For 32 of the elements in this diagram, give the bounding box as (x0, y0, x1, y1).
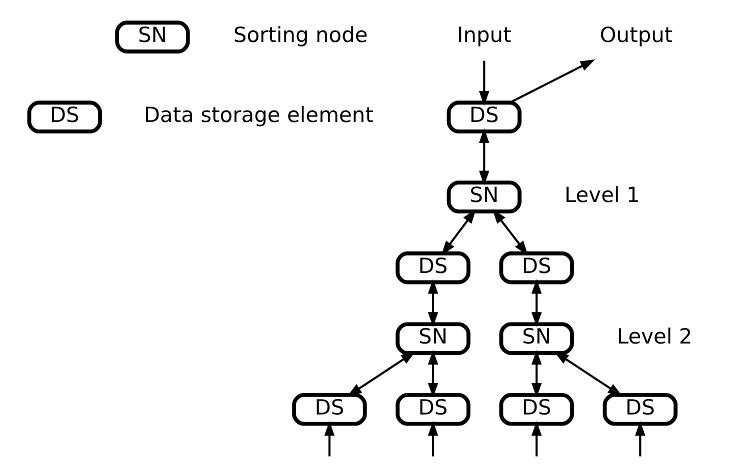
arrow (530, 279, 542, 327)
node-box: DS (498, 393, 574, 426)
node-box: DS (395, 393, 470, 426)
node-box: DS (26, 100, 102, 134)
node-box: DS (602, 393, 678, 426)
arrow (478, 60, 489, 106)
arrow (427, 421, 438, 456)
node-label: Level 2 (616, 324, 692, 349)
node-box: SN (395, 322, 470, 355)
arrow (324, 421, 334, 456)
node-label: Level 1 (564, 182, 640, 207)
node-box: SN (114, 20, 190, 54)
arrow (427, 279, 438, 327)
node-box: DS (446, 100, 522, 134)
node-text: Output (599, 23, 672, 48)
node-box: DS (498, 251, 574, 284)
arrow (530, 421, 542, 456)
node-label: Data storage element (143, 103, 373, 128)
arrow (492, 208, 528, 256)
arrow (478, 128, 489, 186)
node-box: SN (446, 180, 522, 214)
arrow (509, 59, 595, 104)
arrow (530, 350, 542, 398)
arrow (427, 350, 438, 398)
node-box: SN (498, 322, 574, 355)
node-label: Sorting node (232, 23, 368, 48)
node-box: DS (292, 393, 366, 426)
arrow (634, 421, 645, 456)
arrow (440, 208, 476, 256)
node-box: DS (395, 251, 470, 284)
node-text: Input (456, 23, 511, 48)
arrow (346, 351, 416, 396)
